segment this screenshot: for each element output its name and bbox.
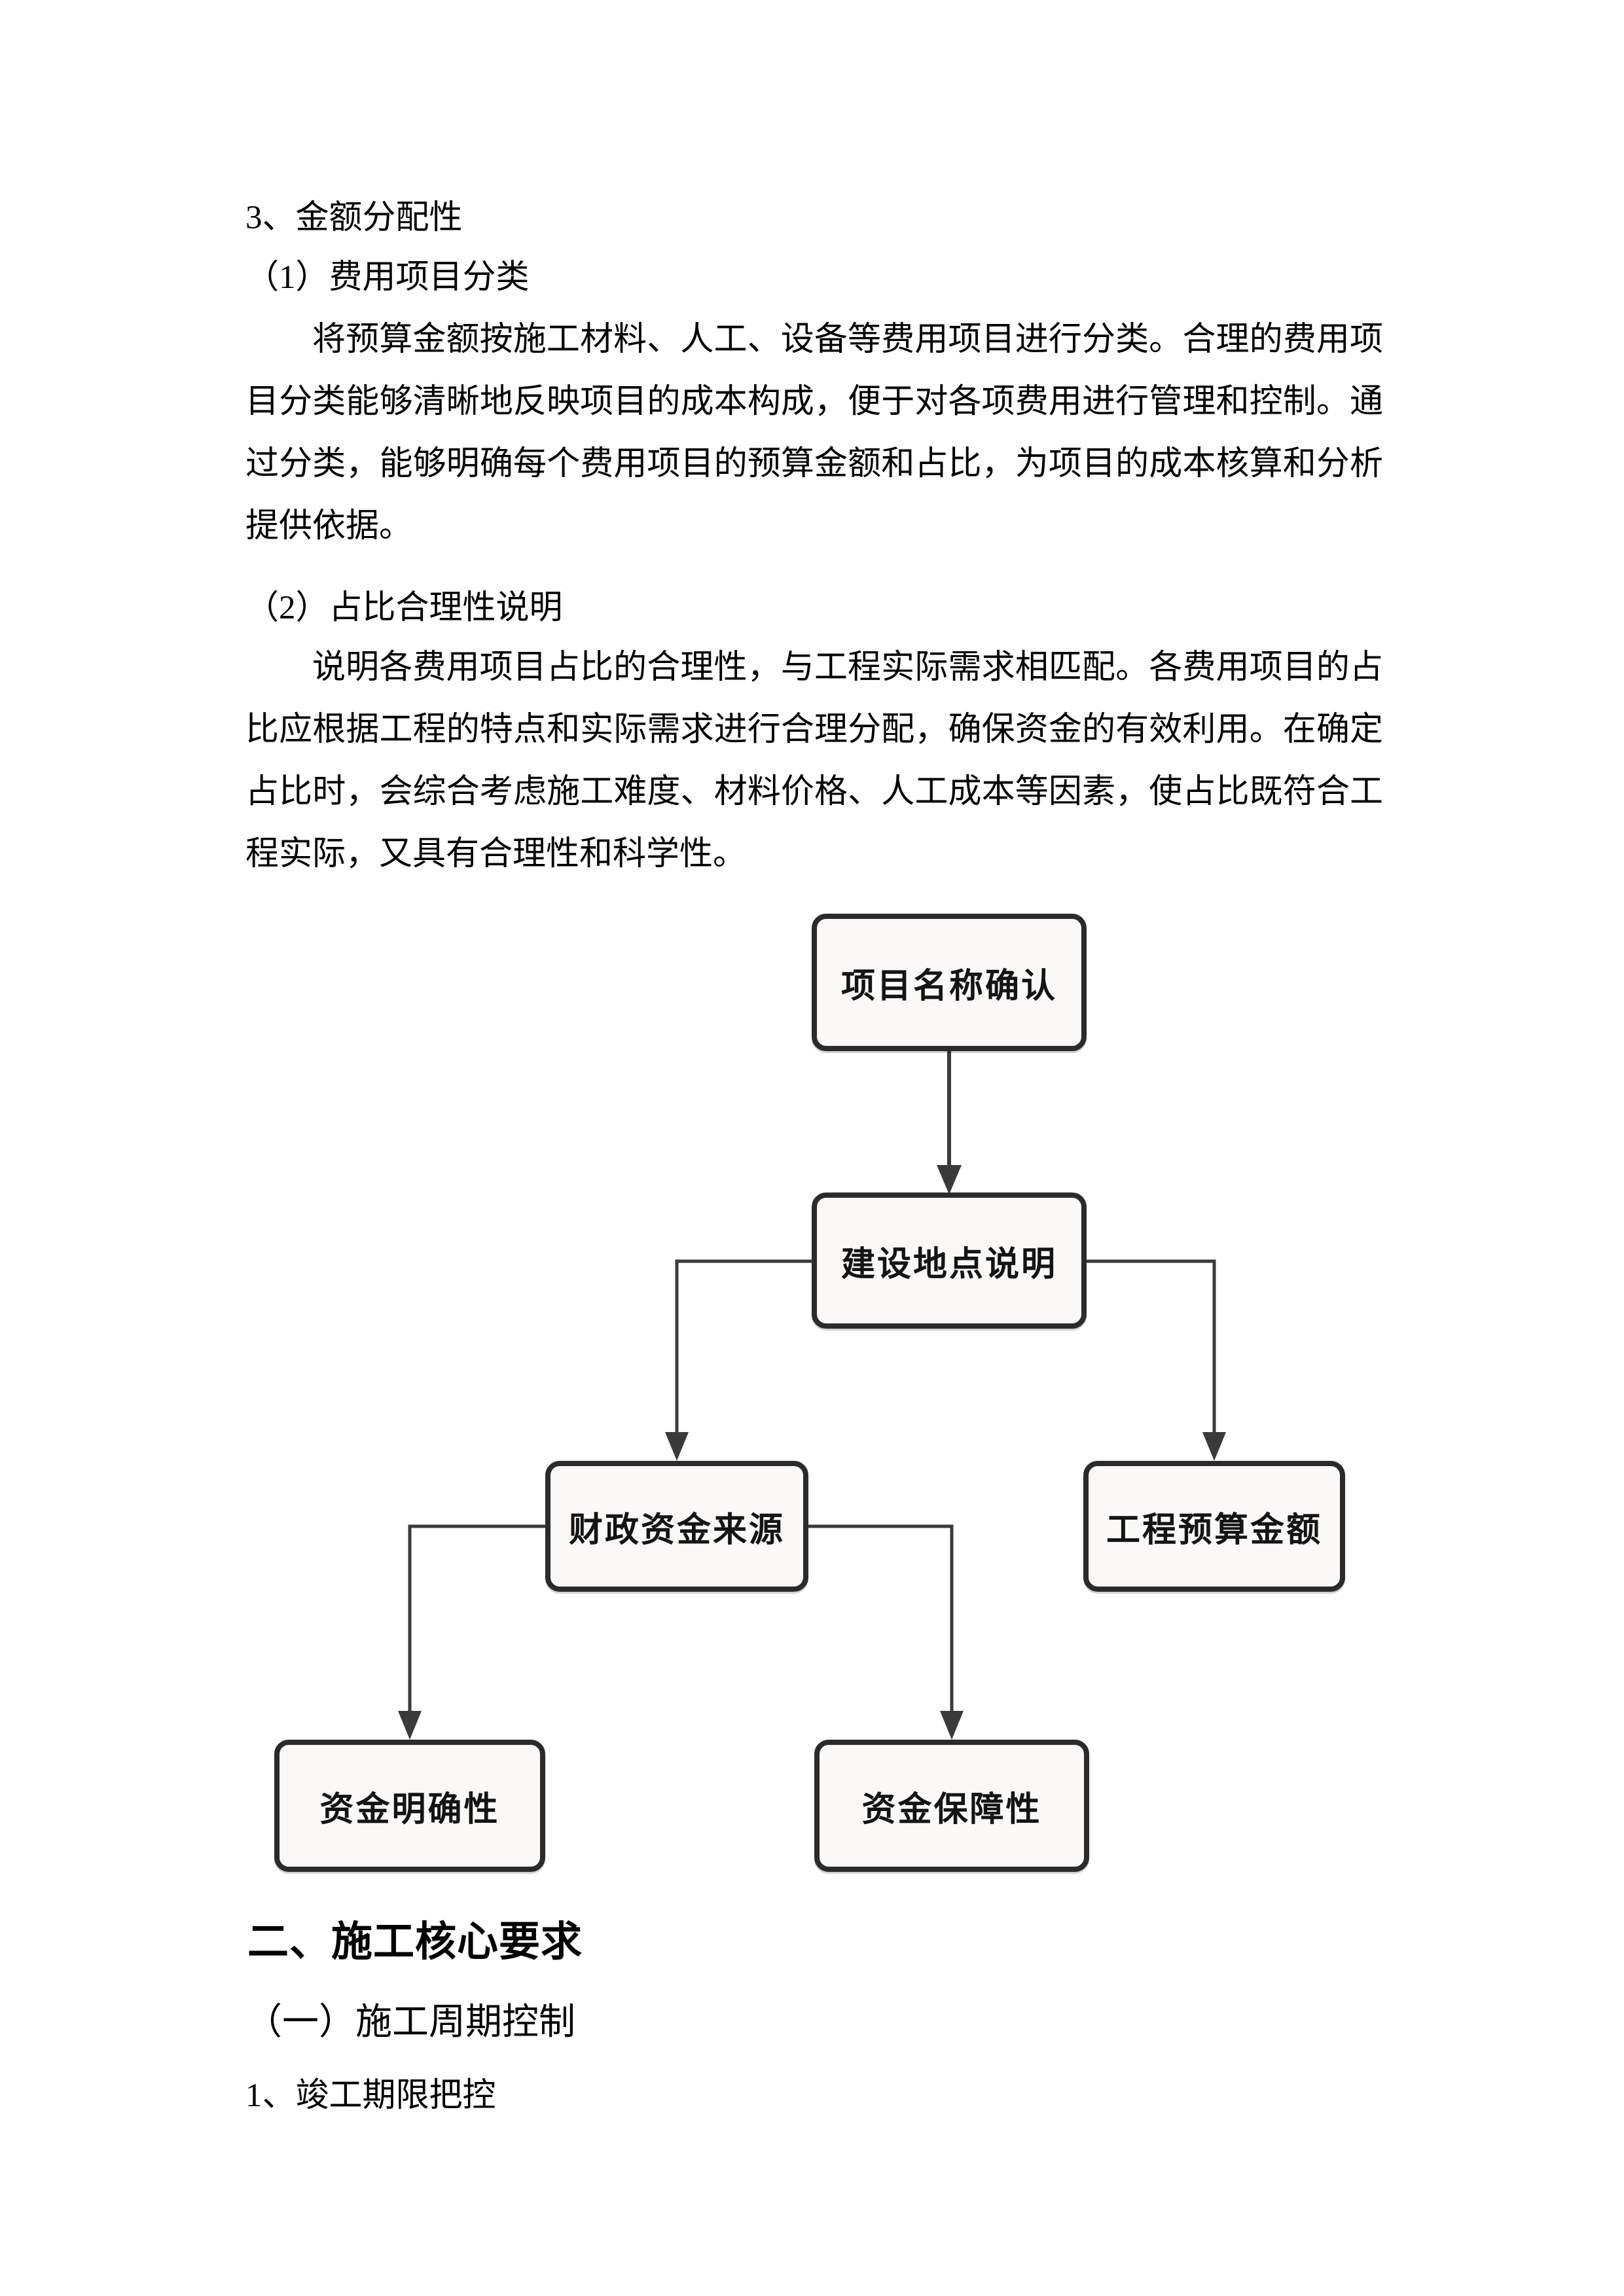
paragraph-ratio-rationality: 说明各费用项目占比的合理性，与工程实际需求相匹配。各费用项目的占比应根据工程的特… bbox=[245, 649, 1383, 872]
heading-sub-1: （1）费用项目分类 bbox=[245, 259, 530, 296]
edge-arrowhead-3 bbox=[1202, 1432, 1226, 1461]
heading-sub-2: （2）占比合理性说明 bbox=[245, 590, 563, 626]
edge-arrowhead-1 bbox=[937, 1165, 962, 1194]
edge-line-4 bbox=[408, 1524, 545, 1713]
heading-section-2-sub-1: （一）施工周期控制 bbox=[245, 2002, 575, 2043]
flow-node-fiscal-fund-source: 财政资金来源 bbox=[545, 1461, 808, 1592]
flow-node-project-name-confirm: 项目名称确认 bbox=[812, 914, 1087, 1051]
edge-arrowhead-5 bbox=[940, 1711, 964, 1740]
flow-node-fund-guarantee: 资金保障性 bbox=[814, 1740, 1089, 1872]
flow-node-fund-clarity: 资金明确性 bbox=[274, 1740, 545, 1872]
edge-arrowhead-2 bbox=[665, 1432, 689, 1461]
edge-line-3 bbox=[1087, 1259, 1216, 1435]
heading-item-1-completion-deadline: 1、竣工期限把控 bbox=[245, 2077, 496, 2114]
heading-section-2: 二、施工核心要求 bbox=[247, 1919, 583, 1965]
heading-item-3: 3、金额分配性 bbox=[245, 200, 463, 236]
flow-node-construction-site: 建设地点说明 bbox=[812, 1193, 1087, 1329]
paragraph-cost-classification: 将预算金额按施工材料、人工、设备等费用项目进行分类。合理的费用项目分类能够清晰地… bbox=[245, 321, 1383, 545]
flow-node-project-budget-amount: 工程预算金额 bbox=[1083, 1461, 1345, 1592]
edge-line-2 bbox=[675, 1259, 812, 1435]
edge-arrowhead-4 bbox=[398, 1711, 422, 1740]
edge-line-5 bbox=[808, 1524, 954, 1713]
